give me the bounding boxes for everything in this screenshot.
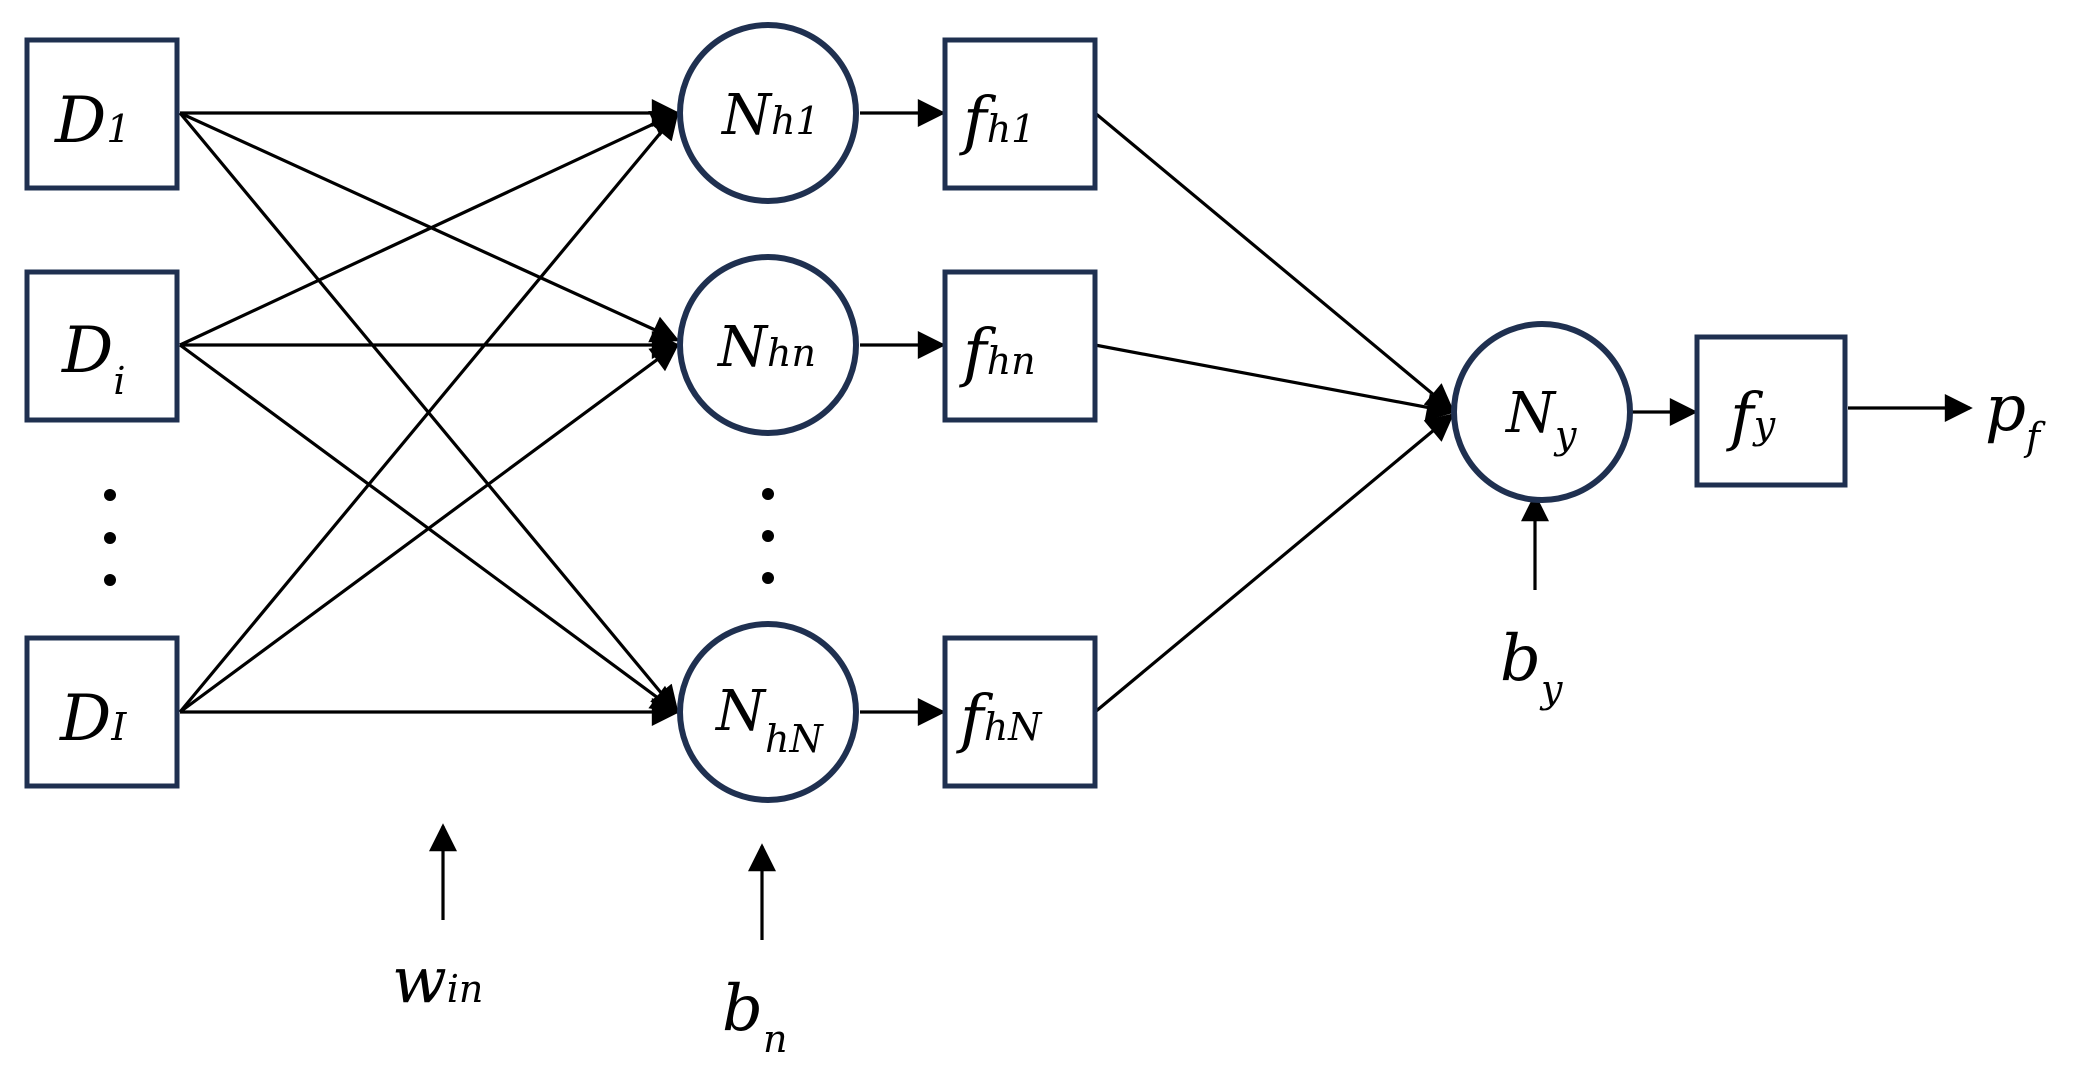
hidden-activation-edges xyxy=(860,99,946,726)
hidden-label: Nhn xyxy=(716,315,816,380)
input-node-dI: DI xyxy=(24,635,180,789)
output-node-label: Ny xyxy=(1504,381,1577,457)
input-label: Di xyxy=(61,314,125,403)
input-node-di: Di xyxy=(24,269,180,423)
activation-label: fhN xyxy=(956,682,1043,756)
weights-label: win xyxy=(392,944,483,1018)
activation-label: fh1 xyxy=(959,84,1035,158)
hidden-node-nh1: Nh1 xyxy=(677,22,859,204)
hidden-ellipsis xyxy=(762,488,774,584)
input-node-d1: D1 xyxy=(24,37,180,191)
hidden-label: NhN xyxy=(714,679,824,761)
edge-fh1-ny xyxy=(1093,111,1455,412)
input-label: D1 xyxy=(54,84,131,158)
activation-output-edges xyxy=(1093,111,1455,714)
edge-di-nh1 xyxy=(179,110,680,347)
edge-d1-nhn xyxy=(179,111,680,343)
output-node-ny: Ny xyxy=(1451,321,1633,503)
hidden-bias-label: bn xyxy=(722,972,787,1061)
edge-dI-nhn xyxy=(179,343,680,714)
edge-fhN-ny xyxy=(1093,413,1455,714)
hidden-node-nhN: NhN xyxy=(677,621,859,803)
input-hidden-edges xyxy=(178,99,680,726)
edge-fhn-ny xyxy=(1094,343,1455,422)
edge-dI-nh1 xyxy=(178,110,679,714)
activation-node-fh1: fh1 xyxy=(942,37,1098,191)
activation-node-fhN: fhN xyxy=(942,635,1098,789)
output-activation-fy: fy xyxy=(1694,334,1848,488)
input-label: DI xyxy=(59,682,127,756)
activation-label: fhn xyxy=(959,316,1036,390)
output-label: pf xyxy=(1985,372,2046,459)
hidden-label: Nh1 xyxy=(720,83,820,148)
input-ellipsis xyxy=(104,489,116,586)
hidden-node-nhn: Nhn xyxy=(677,254,859,436)
activation-node-fhn: fhn xyxy=(942,269,1098,423)
output-bias-label: by xyxy=(1500,622,1563,711)
